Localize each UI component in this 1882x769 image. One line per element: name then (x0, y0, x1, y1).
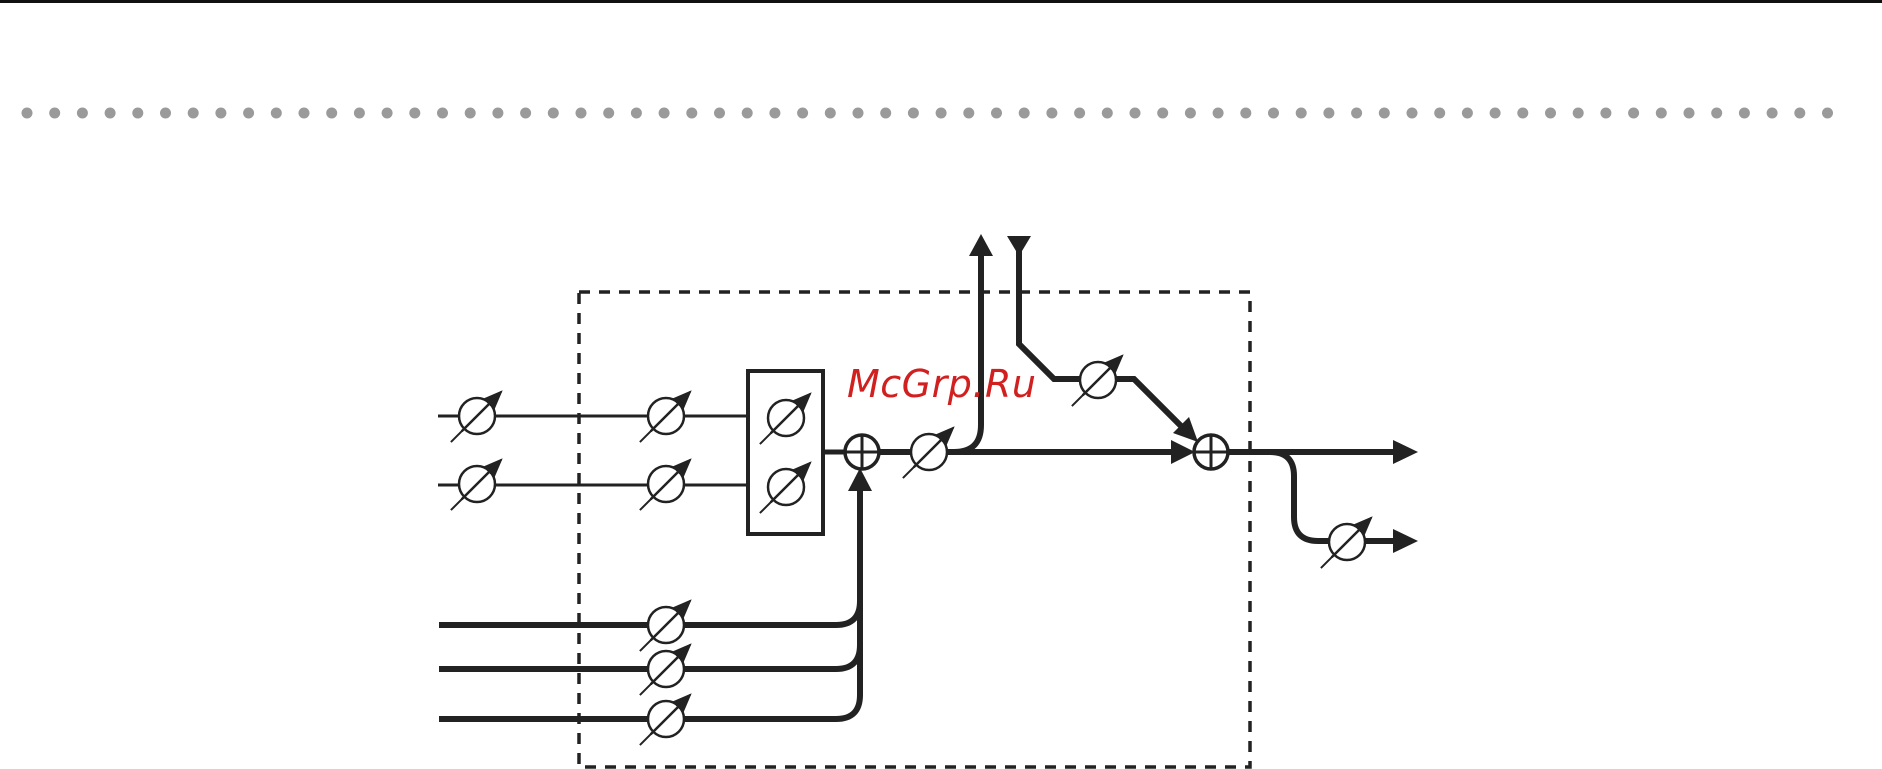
processing-block (748, 371, 823, 534)
send-output-arrowhead (969, 234, 993, 256)
output-2-arrowhead (1393, 529, 1418, 553)
level-control-icon (640, 392, 690, 442)
summing-junction-1 (845, 435, 879, 469)
level-control-icon (1321, 518, 1371, 568)
level-control-icon (451, 460, 501, 510)
main-line-arrowhead (1171, 440, 1195, 464)
bus-arrowhead (848, 468, 872, 491)
output-1-arrowhead (1393, 440, 1418, 464)
level-control-icon (640, 645, 690, 695)
summing-junction-2 (1194, 435, 1228, 469)
level-control-icon (451, 392, 501, 442)
level-control-icon (903, 428, 953, 478)
level-control-icon (640, 460, 690, 510)
send-output-line (954, 250, 981, 452)
level-controls (451, 356, 1371, 745)
level-control-icon (640, 601, 690, 651)
watermark-text: McGrp.Ru (847, 362, 1036, 406)
return-input-line (1019, 248, 1185, 430)
level-control-icon (640, 695, 690, 745)
level-control-icon (1072, 356, 1122, 406)
